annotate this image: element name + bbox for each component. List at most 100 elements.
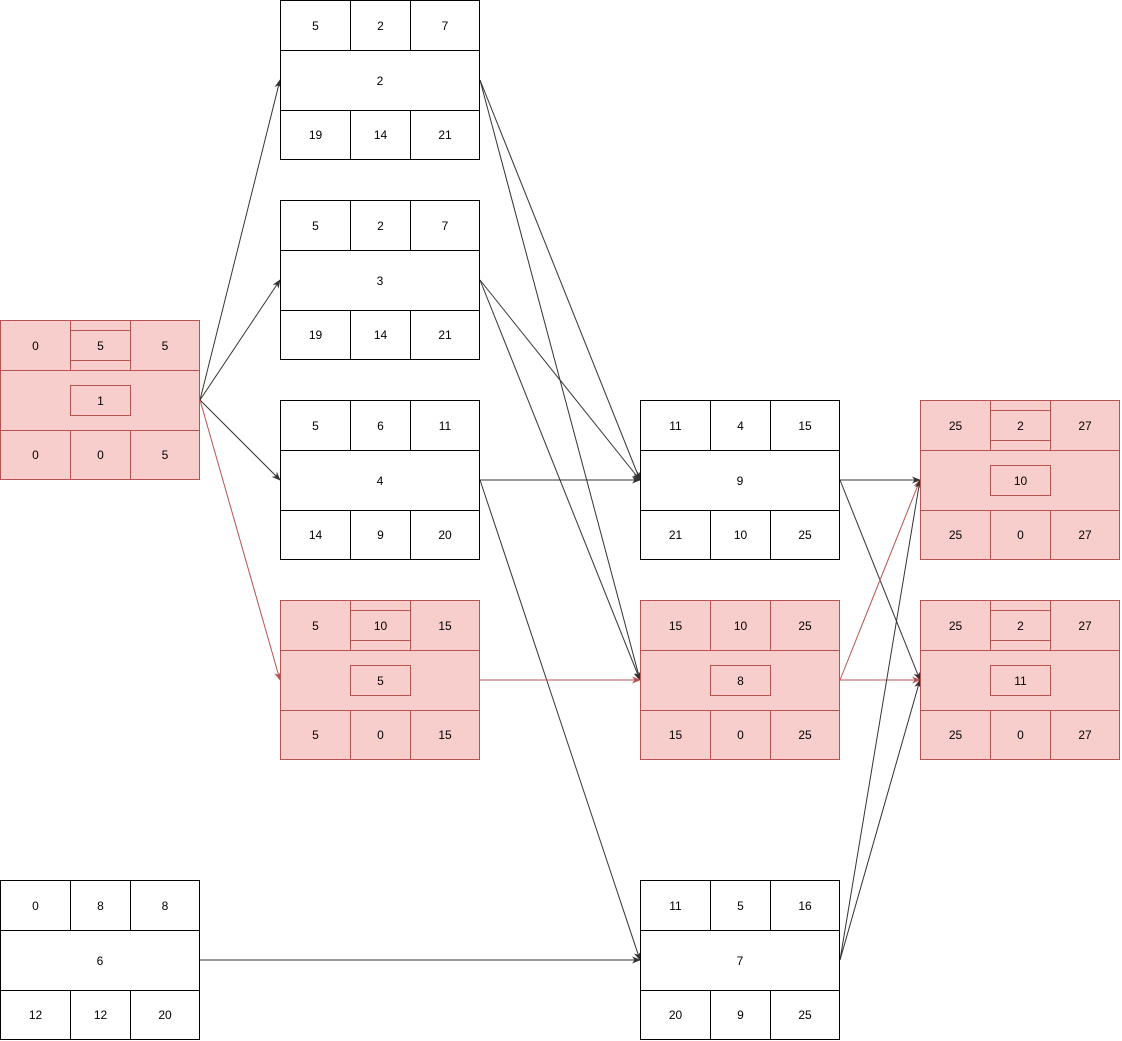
latest-finish: 15 [410, 710, 480, 760]
activity-node-5: 5 10 15 5 5 0 15 [280, 600, 480, 760]
activity-node-7: 11 5 16 7 20 9 25 [640, 880, 840, 1040]
activity-id: 8 [710, 665, 771, 696]
arrow-n7-n11 [839, 679, 922, 961]
duration: 5 [710, 880, 771, 931]
earliest-finish: 27 [1050, 400, 1120, 451]
total-float: 0 [990, 510, 1051, 560]
duration: 8 [70, 880, 131, 931]
activity-id-band: 11 [920, 650, 1120, 711]
latest-finish: 27 [1050, 710, 1120, 760]
latest-start: 25 [920, 710, 991, 760]
earliest-start: 11 [640, 880, 711, 931]
activity-id: 3 [280, 250, 480, 311]
latest-finish: 5 [130, 430, 200, 480]
earliest-start: 25 [920, 600, 991, 651]
total-float: 9 [710, 990, 771, 1040]
activity-id: 9 [640, 450, 840, 511]
earliest-start: 5 [280, 200, 351, 251]
duration: 10 [350, 610, 411, 641]
duration: 2 [990, 410, 1051, 441]
activity-node-9: 11 4 15 9 21 10 25 [640, 400, 840, 560]
latest-finish: 25 [770, 710, 840, 760]
earliest-finish: 25 [770, 600, 840, 651]
total-float: 0 [710, 710, 771, 760]
arrow-n1-n5 [199, 399, 282, 681]
duration-cell: 5 [70, 320, 131, 371]
earliest-finish: 7 [410, 200, 480, 251]
duration: 2 [350, 200, 411, 251]
earliest-start: 25 [920, 400, 991, 451]
duration: 2 [350, 0, 411, 51]
earliest-start: 0 [0, 880, 71, 931]
activity-id: 6 [0, 930, 200, 991]
total-float: 9 [350, 510, 411, 560]
earliest-finish: 5 [130, 320, 200, 371]
activity-node-11: 25 2 27 11 25 0 27 [920, 600, 1120, 760]
earliest-finish: 8 [130, 880, 200, 931]
latest-start: 0 [0, 430, 71, 480]
total-float: 14 [350, 310, 411, 360]
activity-id: 10 [990, 465, 1051, 496]
arrow-n1-n3 [199, 279, 281, 401]
duration: 4 [710, 400, 771, 451]
earliest-finish: 11 [410, 400, 480, 451]
latest-finish: 20 [130, 990, 200, 1040]
latest-start: 14 [280, 510, 351, 560]
earliest-finish: 7 [410, 0, 480, 51]
arrow-n7-n10 [839, 479, 923, 961]
activity-id: 2 [280, 50, 480, 111]
activity-id: 5 [350, 665, 411, 696]
activity-node-1: 0 5 5 1 0 0 5 [0, 320, 200, 480]
activity-id-band: 1 [0, 370, 200, 431]
activity-id: 11 [990, 665, 1051, 696]
earliest-finish: 15 [770, 400, 840, 451]
earliest-start: 5 [280, 400, 351, 451]
activity-id: 4 [280, 450, 480, 511]
latest-finish: 21 [410, 310, 480, 360]
earliest-start: 5 [280, 0, 351, 51]
duration: 10 [710, 600, 771, 651]
total-float: 14 [350, 110, 411, 160]
activity-node-2: 5 2 7 2 19 14 21 [280, 0, 480, 160]
earliest-start: 5 [280, 600, 351, 651]
latest-start: 12 [0, 990, 71, 1040]
arrow-n4-n7 [479, 479, 641, 961]
activity-id: 7 [640, 930, 840, 991]
latest-finish: 25 [770, 990, 840, 1040]
activity-id-band: 5 [280, 650, 480, 711]
duration: 6 [350, 400, 411, 451]
latest-start: 25 [920, 510, 991, 560]
total-float: 0 [70, 430, 131, 480]
total-float: 12 [70, 990, 131, 1040]
arrow-n1-n2 [199, 79, 282, 401]
arrow-n8-n10 [839, 479, 921, 681]
latest-start: 15 [640, 710, 711, 760]
latest-start: 5 [280, 710, 351, 760]
arrow-n2-n9 [479, 79, 641, 481]
total-float: 10 [710, 510, 771, 560]
latest-finish: 21 [410, 110, 480, 160]
duration: 5 [70, 330, 131, 361]
latest-finish: 25 [770, 510, 840, 560]
duration-cell: 2 [990, 400, 1051, 451]
latest-start: 21 [640, 510, 711, 560]
earliest-finish: 16 [770, 880, 840, 931]
activity-id-band: 10 [920, 450, 1120, 511]
earliest-start: 11 [640, 400, 711, 451]
duration-cell: 10 [350, 600, 411, 651]
activity-id: 1 [70, 385, 131, 416]
earliest-start: 15 [640, 600, 711, 651]
latest-finish: 20 [410, 510, 480, 560]
duration-cell: 2 [990, 600, 1051, 651]
activity-node-3: 5 2 7 3 19 14 21 [280, 200, 480, 360]
earliest-finish: 27 [1050, 600, 1120, 651]
earliest-finish: 15 [410, 600, 480, 651]
activity-id-band: 8 [640, 650, 840, 711]
total-float: 0 [990, 710, 1051, 760]
latest-finish: 27 [1050, 510, 1120, 560]
activity-node-8: 15 10 25 8 15 0 25 [640, 600, 840, 760]
latest-start: 19 [280, 310, 351, 360]
arrow-n1-n4 [199, 399, 281, 481]
activity-node-10: 25 2 27 10 25 0 27 [920, 400, 1120, 560]
